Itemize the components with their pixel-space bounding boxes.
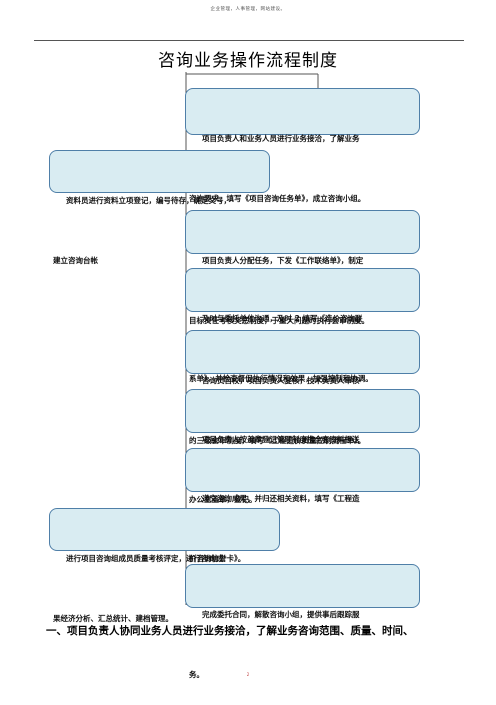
flow-box-4-line1: 咨询员自校，项目负责人复核，技术负责人审核: [202, 376, 360, 385]
flow-box-4-line2: 的三级会审制度，填写《工程造价质量控制流程单》。: [189, 436, 366, 445]
page-number: 2: [246, 672, 250, 677]
header-note: 企业管理，人事管理，网站建设。: [210, 7, 286, 12]
header-rule: [34, 40, 464, 41]
side-box-2-line1: 进行项目咨询组成员质量考核评定，进行咨询成: [66, 554, 224, 563]
flow-box-3-line1: 及时与委托单位沟通，及时 2 填写《造价咨询联: [202, 314, 363, 323]
flow-box-6: 递交咨询成果，并归还相关资料，填写《工程造 价咨询信誉卡》。: [185, 448, 420, 563]
flow-box-2: 项目负责人分配任务，下发《工作联络单》，制定 目标责任考核奖惩制度，于重大问题时…: [185, 210, 420, 325]
flow-box-3: 及时与委托单位沟通，及时 2 填写《造价咨询联 系单》，并检查督促执行情况和效果…: [185, 268, 420, 383]
flow-box-2-line2: 目标责任考核奖惩制度，于重大问题时执行会审制度。: [189, 316, 369, 325]
flow-box-1: 项目负责人和业务人员进行业务接洽，了解业务 咨询要求，填写《项目咨询任务单》，成…: [185, 88, 420, 203]
flow-box-5: 项目负责人按盖章登记管理制度携全套资料报送 办公室盖章，登记。: [185, 389, 420, 504]
flow-box-6-line1: 递交咨询成果，并归还相关资料，填写《工程造: [202, 494, 360, 503]
flow-box-3-line2: 系单》，并检查督促执行情况和效果，加强控制和协调。: [189, 374, 373, 383]
flow-box-7-line2: 务。: [189, 670, 204, 679]
side-box-1: 资料员进行资料立项登记，编号待存，确定文号， 建立咨询台帐: [49, 150, 270, 265]
flow-box-2-line1: 项目负责人分配任务，下发《工作联络单》，制定: [202, 256, 364, 265]
side-box-2-line2: 果经济分析、汇总统计、建档管理。: [53, 614, 173, 623]
side-box-2: 进行项目咨询组成员质量考核评定，进行咨询成 果经济分析、汇总统计、建档管理。: [49, 508, 280, 623]
flow-box-1-line2: 咨询要求，填写《项目咨询任务单》，成立咨询小组。: [189, 194, 366, 203]
flow-box-5-line2: 办公室盖章，登记。: [189, 495, 257, 504]
page-title: 咨询业务操作流程制度: [158, 51, 338, 71]
side-box-1-line2: 建立咨询台帐: [53, 256, 98, 265]
flow-box-1-line1: 项目负责人和业务人员进行业务接洽，了解业务: [202, 134, 360, 143]
section-heading: 一、项目负责人协同业务人员进行业务接洽，了解业务咨询范围、质量、时间、: [46, 625, 414, 637]
flow-box-6-line2: 价咨询信誉卡》。: [189, 554, 246, 563]
flow-box-7: 完成委托合同，解散咨询小组，提供事后跟踪服 务。: [185, 564, 420, 679]
flow-box-7-line1: 完成委托合同，解散咨询小组，提供事后跟踪服: [202, 610, 360, 619]
flow-box-5-line1: 项目负责人按盖章登记管理制度携全套资料报送: [202, 435, 360, 444]
side-box-1-line1: 资料员进行资料立项登记，编号待存，确定文号，: [66, 196, 231, 205]
flow-box-4: 咨询员自校，项目负责人复核，技术负责人审核 的三级会审制度，填写《工程造价质量控…: [185, 330, 420, 445]
